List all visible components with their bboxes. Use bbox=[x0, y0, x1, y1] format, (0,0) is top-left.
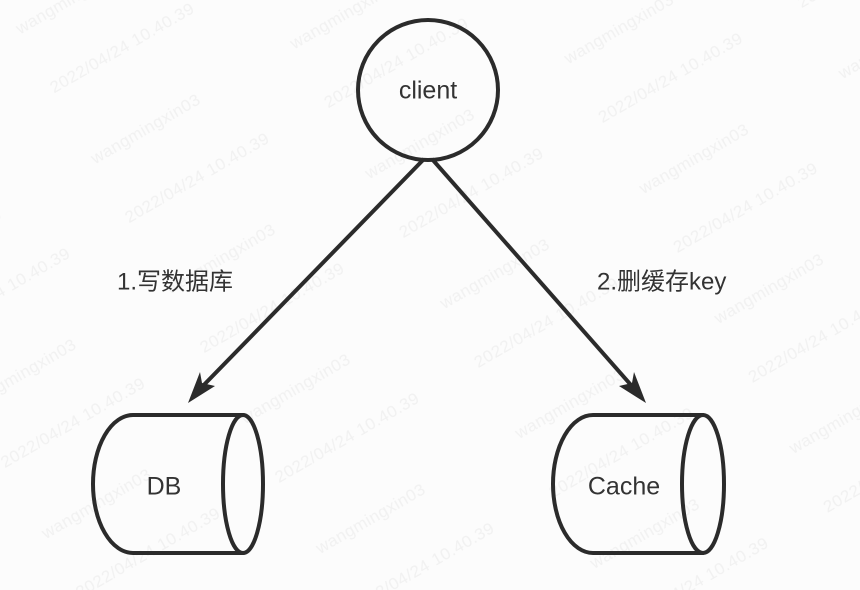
node-db[interactable]: DB bbox=[91, 413, 265, 555]
node-cache[interactable]: Cache bbox=[551, 413, 726, 555]
edge-client-to-cache-label: 2.删缓存key bbox=[597, 268, 726, 295]
node-db-label: DB bbox=[147, 473, 182, 501]
edge-client-to-cache[interactable]: 2.删缓存key bbox=[430, 157, 726, 403]
edge-client-to-db-label: 1.写数据库 bbox=[117, 268, 233, 295]
node-cache-label: Cache bbox=[588, 473, 660, 501]
node-client-label: client bbox=[399, 77, 457, 105]
edge-client-to-db[interactable]: 1.写数据库 bbox=[117, 157, 426, 403]
node-cache-cylinder-cap bbox=[680, 413, 705, 555]
node-client[interactable]: client bbox=[356, 18, 500, 162]
node-db-cylinder-cap bbox=[221, 413, 245, 555]
